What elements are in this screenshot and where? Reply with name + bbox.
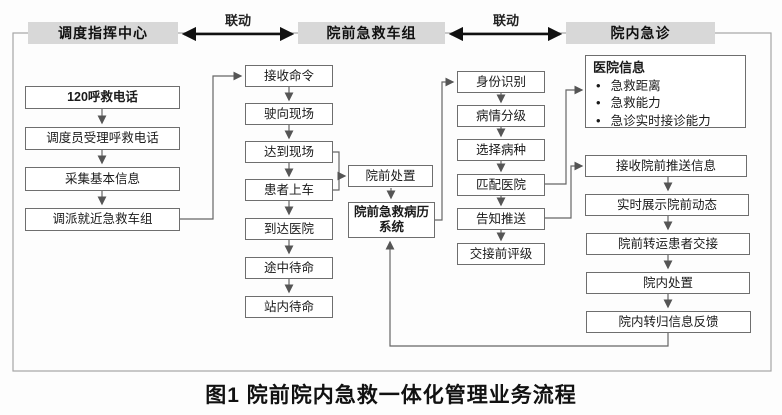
node-dispatch-nearest-crew: 调派就近急救车组 (25, 208, 180, 231)
node-collect-basic-info: 采集基本信息 (25, 167, 180, 191)
node-condition-grading: 病情分级 (457, 105, 545, 127)
hospital-info-item-label: 急救能力 (610, 96, 661, 111)
hospital-info-item-label: 急救距离 (610, 78, 661, 93)
hospital-info-item-label: 急诊实时接诊能力 (610, 114, 711, 129)
header-dispatch-center: 调度指挥中心 (28, 22, 178, 44)
node-standby-station: 站内待命 (245, 296, 333, 318)
node-arrive-hospital: 到达医院 (245, 218, 333, 240)
node-patient-onboard: 患者上车 (245, 179, 333, 201)
node-realtime-display: 实时展示院前动态 (585, 194, 749, 216)
node-receive-push-info: 接收院前推送信息 (585, 155, 747, 177)
connector-dispatch-to-ambulance (180, 71, 243, 220)
header-prehospital-ambulance: 院前急救车组 (298, 22, 445, 44)
node-outcome-feedback: 院内转归信息反馈 (586, 311, 751, 333)
node-transfer-handover: 院前转运患者交接 (586, 233, 750, 255)
connector-notify-to-receive (545, 161, 584, 219)
node-inhospital-treatment: 院内处置 (586, 272, 750, 294)
node-identity-recognition: 身份识别 (457, 71, 545, 93)
connector-record-to-triage (435, 77, 455, 221)
hospital-info-box: 医院信息 急救距离 急救能力 急诊实时接诊能力 (585, 55, 746, 128)
linkage-label-right: 联动 (492, 13, 519, 28)
node-120-call: 120呼救电话 (25, 86, 180, 109)
connector-bracket (333, 151, 340, 191)
node-select-disease: 选择病种 (457, 139, 545, 161)
node-prehospital-treatment: 院前处置 (348, 165, 433, 187)
linkage-label-left: 联动 (224, 13, 251, 28)
hospital-info-item: 急救能力 (593, 94, 739, 112)
hospital-info-title: 医院信息 (593, 60, 646, 75)
connector-feedback-loop (385, 240, 669, 347)
connector-match-to-info (545, 85, 584, 185)
node-dispatcher-answers: 调度员受理呼救电话 (25, 127, 180, 150)
hospital-info-item: 急诊实时接诊能力 (593, 112, 739, 130)
node-arrive-scene: 达到现场 (245, 141, 333, 163)
node-receive-order: 接收命令 (245, 65, 333, 87)
node-drive-to-scene: 驶向现场 (245, 103, 333, 125)
header-inhospital-er: 院内急诊 (566, 22, 715, 44)
node-match-hospital: 匹配医院 (457, 174, 545, 196)
node-standby-enroute: 途中待命 (245, 257, 333, 279)
node-prehandover-rating: 交接前评级 (457, 243, 545, 265)
hospital-info-item: 急救距离 (593, 77, 739, 95)
flow-connectors (97, 71, 673, 347)
figure-caption: 图1 院前院内急救一体化管理业务流程 (205, 384, 577, 407)
node-notify-push: 告知推送 (457, 208, 545, 230)
node-prehospital-record-system: 院前急救病历系统 (348, 202, 435, 238)
